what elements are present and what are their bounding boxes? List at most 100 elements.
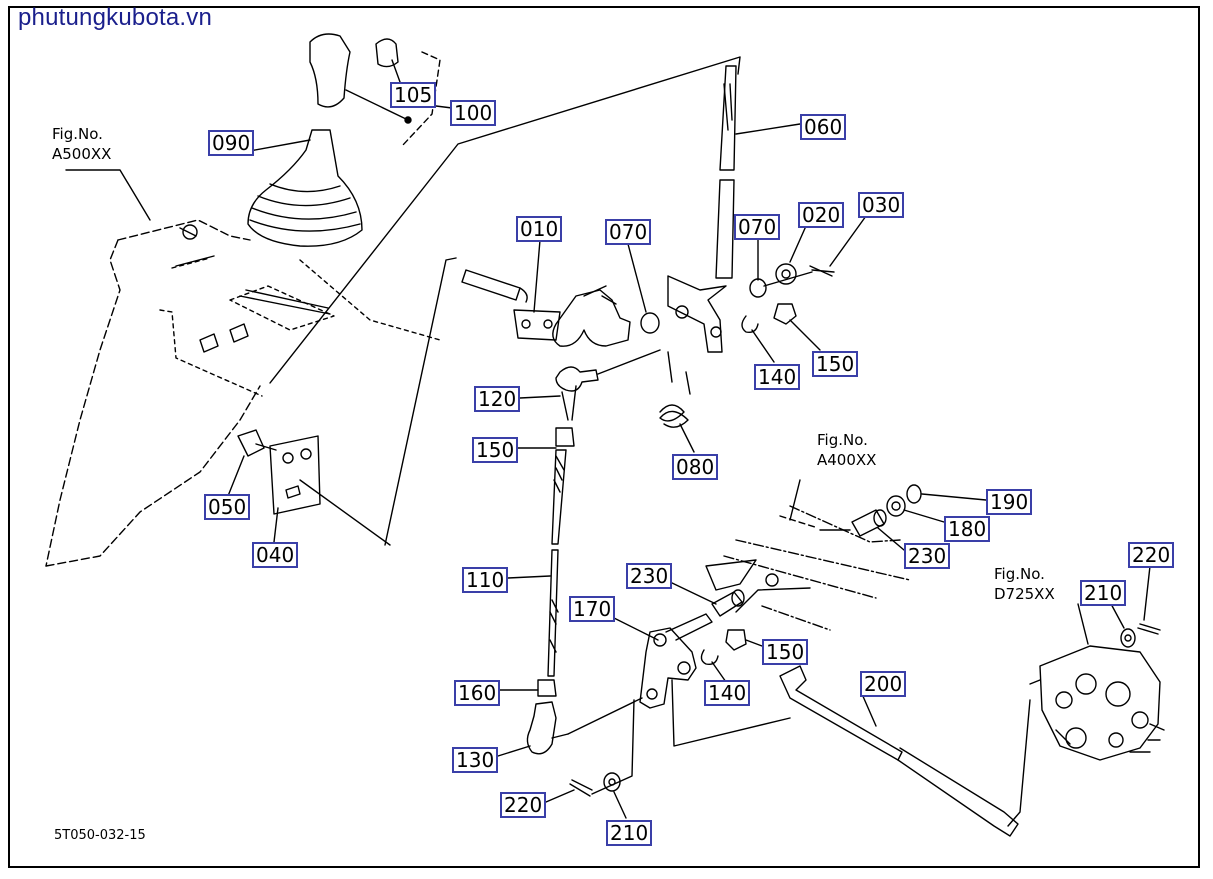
- shaft-010: [461, 269, 521, 301]
- rod-060: [719, 65, 737, 171]
- callout-140-lower[interactable]: 140: [704, 680, 751, 706]
- leader-080: [679, 423, 695, 453]
- shift-knob: [309, 33, 351, 108]
- leader-110: [507, 575, 551, 579]
- callout-170[interactable]: 170: [569, 596, 616, 622]
- bracket-040: [269, 435, 321, 515]
- drawing-number: 5T050-032-15: [54, 828, 146, 843]
- callout-070-left[interactable]: 070: [605, 219, 652, 245]
- callout-110[interactable]: 110: [462, 567, 509, 593]
- fig-ref-a500: Fig.No. A500XX: [52, 124, 111, 164]
- callout-070-right[interactable]: 070: [734, 214, 781, 240]
- bushing-230a: [711, 591, 743, 617]
- callout-160[interactable]: 160: [454, 680, 501, 706]
- leader-140a: [751, 329, 775, 363]
- leader-060: [735, 123, 801, 135]
- callout-090[interactable]: 090: [208, 130, 255, 156]
- callout-220-left[interactable]: 220: [500, 792, 547, 818]
- leader-210b: [1109, 601, 1125, 629]
- fig-ref-d725-line2: D725XX: [994, 585, 1055, 603]
- washer-180: [886, 495, 906, 517]
- leader-d725: [1077, 603, 1089, 645]
- leader-040: [273, 507, 279, 543]
- callout-020[interactable]: 020: [798, 202, 845, 228]
- leader-210a: [613, 791, 627, 819]
- leader-150a: [789, 319, 821, 351]
- callout-040[interactable]: 040: [252, 542, 299, 568]
- rod-110: [551, 449, 567, 545]
- callout-060[interactable]: 060: [800, 114, 847, 140]
- callout-210-left[interactable]: 210: [606, 820, 653, 846]
- nut-160: [537, 679, 557, 697]
- callout-210-right[interactable]: 210: [1080, 580, 1127, 606]
- leader-190: [921, 493, 987, 501]
- frame-outline-lower: [384, 257, 457, 546]
- clip-140b: [700, 649, 719, 666]
- callout-230-right[interactable]: 230: [904, 543, 951, 569]
- leader-230a: [669, 581, 717, 605]
- bushing-230b: [851, 509, 885, 537]
- nut-150c: [725, 629, 747, 651]
- frame-outline-upper: [269, 56, 741, 384]
- leader-knob: [345, 89, 407, 120]
- console-panel: [117, 219, 251, 241]
- callout-050[interactable]: 050: [204, 494, 251, 520]
- leader-180: [903, 509, 945, 523]
- callout-140-upper[interactable]: 140: [754, 364, 801, 390]
- callout-150-lower[interactable]: 150: [762, 639, 809, 665]
- leader-100: [435, 105, 453, 109]
- group-bracket: [401, 51, 441, 147]
- shift-boot: [247, 129, 363, 247]
- lever-170: [639, 627, 697, 709]
- valve-body: [1039, 645, 1161, 761]
- fig-ref-a500-line1: Fig.No.: [52, 125, 103, 143]
- callout-150-rod[interactable]: 150: [472, 437, 519, 463]
- leader-130: [497, 745, 531, 757]
- leader-105: [391, 59, 401, 83]
- leader-020: [789, 225, 807, 263]
- leader-120: [519, 395, 561, 399]
- callout-180[interactable]: 180: [944, 516, 991, 542]
- callout-150-upper[interactable]: 150: [812, 351, 859, 377]
- clip-140a: [741, 315, 759, 334]
- leader-090: [243, 139, 311, 153]
- callout-200[interactable]: 200: [860, 671, 907, 697]
- callout-010[interactable]: 010: [516, 216, 563, 242]
- leader-220b: [1143, 565, 1151, 621]
- fig-ref-d725: Fig.No. D725XX: [994, 564, 1055, 604]
- callout-105[interactable]: 105: [390, 82, 437, 108]
- fig-ref-a400-line2: A400XX: [817, 451, 877, 469]
- leader-220a: [545, 789, 575, 803]
- leader-230b: [877, 527, 905, 551]
- frame-link-lower: [299, 479, 391, 546]
- spring-080: [659, 351, 691, 428]
- rod-end-120: [555, 366, 599, 392]
- callout-130[interactable]: 130: [452, 747, 499, 773]
- callout-080[interactable]: 080: [672, 454, 719, 480]
- fig-ref-a400-line1: Fig.No.: [817, 431, 868, 449]
- leader-050: [227, 455, 245, 497]
- callout-220-right[interactable]: 220: [1128, 542, 1175, 568]
- clip-190: [906, 484, 922, 504]
- rod-end-130: [526, 701, 557, 755]
- knob-cap: [375, 38, 399, 68]
- callout-120[interactable]: 120: [474, 386, 521, 412]
- callout-230-left[interactable]: 230: [626, 563, 673, 589]
- nut-150a: [773, 303, 797, 325]
- leader-170: [613, 617, 659, 641]
- callout-190[interactable]: 190: [986, 489, 1033, 515]
- leader-140b: [711, 661, 727, 683]
- site-watermark: phutungkubota.vn: [18, 4, 213, 31]
- fig-ref-d725-line1: Fig.No.: [994, 565, 1045, 583]
- bolt-050: [237, 429, 265, 457]
- fig-ref-a400: Fig.No. A400XX: [817, 430, 876, 470]
- leader-030: [829, 215, 867, 267]
- callout-100[interactable]: 100: [450, 100, 497, 126]
- leader-070a: [627, 243, 647, 313]
- leader-010: [533, 239, 541, 313]
- drawing-frame: [8, 6, 1200, 868]
- rod-200: [779, 665, 903, 761]
- callout-030[interactable]: 030: [858, 192, 905, 218]
- nut-150b: [555, 427, 575, 447]
